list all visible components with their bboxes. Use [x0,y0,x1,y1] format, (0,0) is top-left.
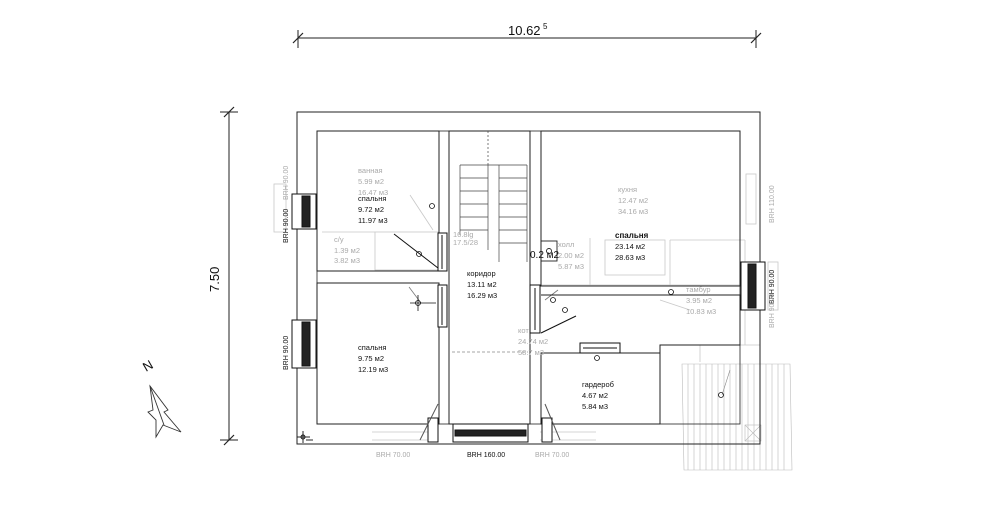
room-vestibule-name: тамбур [686,285,711,294]
room-vestibule-volume: 10.83 м3 [686,307,716,316]
brh-bottom-right: BRH 70.00 [535,452,569,459]
room-hall-area: 2.00 м2 [558,251,584,260]
room-bedroom-tl-area: 9.72 м2 [358,205,384,214]
room-wc-name: с/у [334,235,344,244]
room-bedroom-bl-volume: 12.19 м3 [358,365,388,374]
small-area-label: 0.2 м2 [530,250,560,261]
room-wardrobe-volume: 5.84 м3 [582,402,608,411]
north-label: N [140,357,156,375]
room-kitchen-name: кухня [618,185,637,194]
room-bedroom-r-name: спальня [615,231,649,240]
brh-left-top: BRH 90.00 [283,209,290,243]
brh-left-top-ghost: BRH 90.00 [283,166,290,200]
brh-bottom-center: BRH 160.00 [467,452,505,459]
dimension-width-sup: 5 [543,22,548,31]
room-corridor-area: 13.11 м2 [467,280,497,289]
room-hall-volume: 5.87 м3 [558,262,584,271]
room-living-area: 24.74 м2 [518,337,548,346]
brh-right-top: BRH 110.00 [769,185,776,223]
room-wc-area: 1.39 м2 [334,246,360,255]
windows [291,193,766,443]
doors [393,232,621,443]
brh-left-bottom: BRH 90.00 [283,336,290,370]
room-wc-volume: 3.82 м3 [334,256,360,265]
room-corridor-name: коридор [467,269,496,278]
room-bedroom-bl-name: спальня [358,343,386,352]
dimension-height: 7.50 [207,106,238,446]
room-kitchen-volume: 34.16 м3 [618,207,648,216]
shaft [540,240,558,262]
outer-walls [296,111,761,445]
room-kitchen-area: 12.47 м2 [618,196,648,205]
room-wardrobe-name: гардероб [582,380,614,389]
origin-marker [297,431,313,443]
room-bedroom-bl-area: 9.75 м2 [358,354,384,363]
room-corridor-volume: 16.29 м3 [467,291,497,300]
stairs [452,131,528,353]
room-bedroom-tl-volume: 11.97 м3 [358,216,388,225]
room-bedroom-tl-name: спальня [358,194,386,203]
dimension-height-label: 7.50 [207,267,222,292]
dimension-width-label: 10.62 [508,23,541,38]
room-vestibule-area: 3.95 м2 [686,296,712,305]
ghost-lower-floor [273,150,779,441]
room-bathroom-volume: 16.47 м3 [358,188,388,197]
room-living-volume: 58.7 м3 [518,348,544,357]
room-living-name: кот [518,326,529,335]
room-hall-name: холл [558,240,574,249]
room-bathroom-name: ванная [358,166,383,175]
room-wardrobe-area: 4.67 м2 [582,391,608,400]
door-marks [410,203,724,398]
stairs-label: 16.8lg [453,230,473,239]
room-bathroom-area: 5.99 м2 [358,177,384,186]
brh-right-mid: BRH 90.00 [769,270,776,304]
terrace [681,363,793,471]
brh-bottom-left: BRH 70.00 [376,452,410,459]
brh-right-mid-ghost: BRH 90.00 [769,294,776,328]
room-bedroom-r-area: 23.14 м2 [615,242,645,251]
room-bedroom-r-volume: 28.63 м3 [615,253,645,262]
stairs-ratio: 17.5/28 [453,238,478,247]
north-arrow-icon [147,384,182,439]
dimension-width: 10.62 5 [292,22,762,48]
